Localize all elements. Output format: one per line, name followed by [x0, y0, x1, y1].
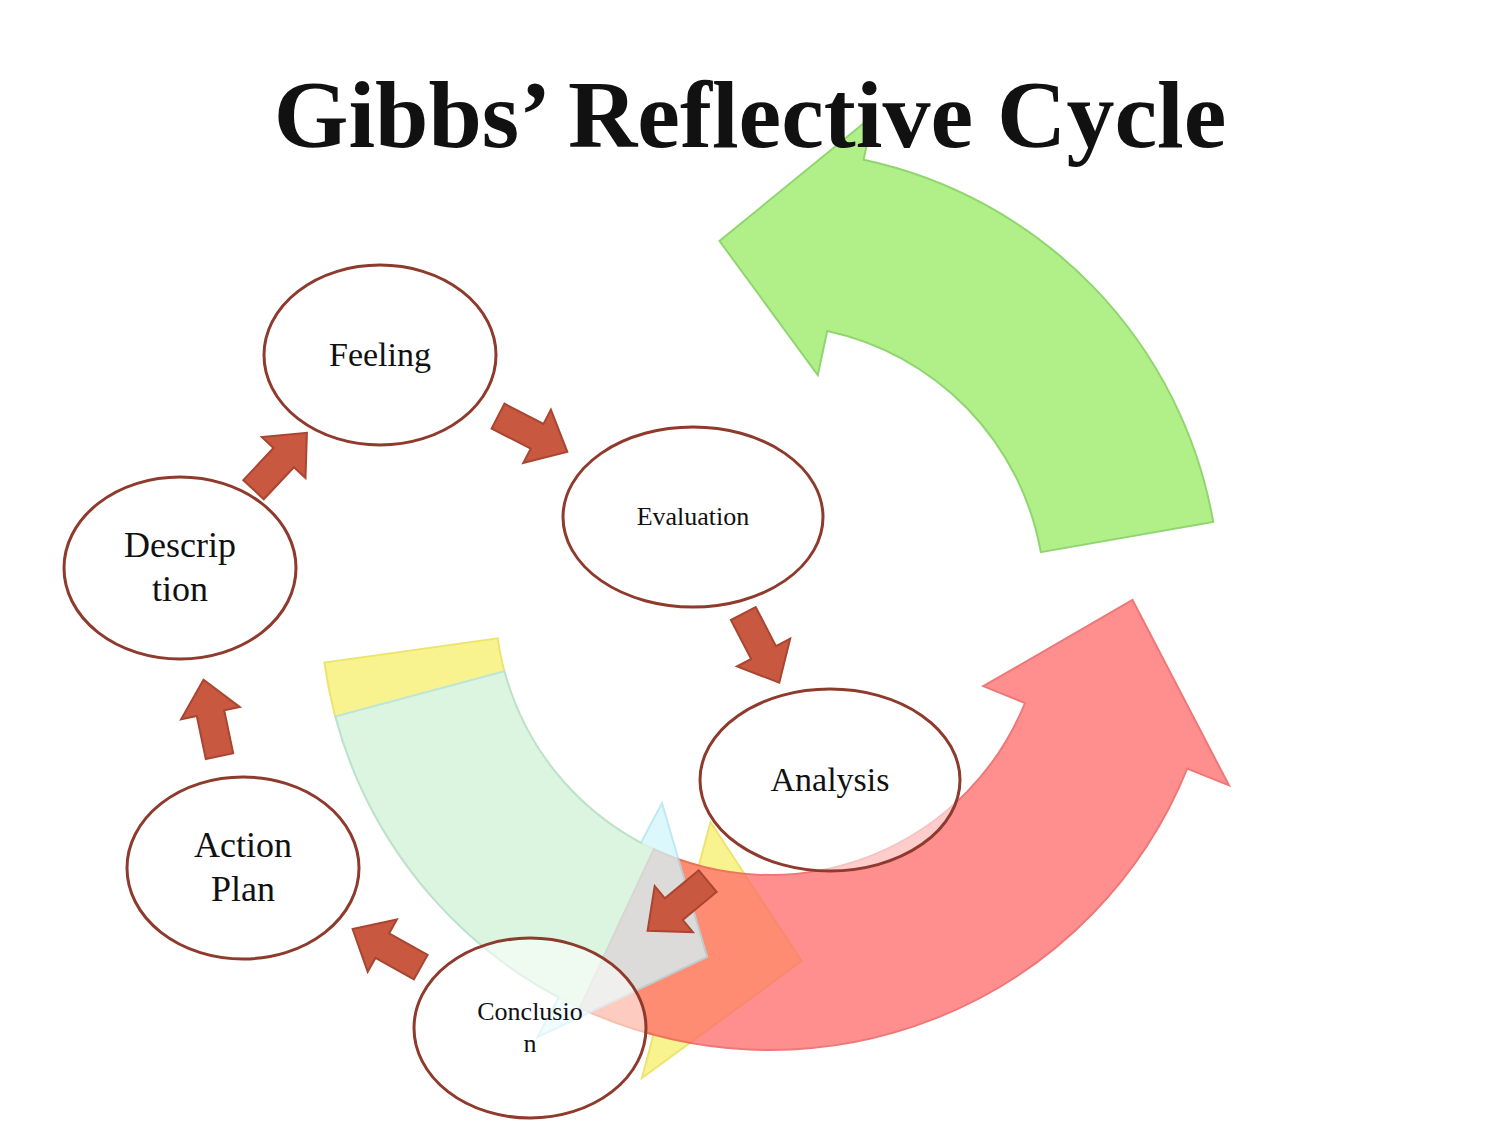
block-arrow — [492, 404, 568, 463]
ellipse-outline — [125, 775, 361, 961]
ellipse-shape — [127, 777, 359, 959]
ellipse-shape — [264, 265, 496, 445]
stage-label: Descrip tion — [124, 524, 236, 612]
block-arrow — [181, 680, 240, 759]
arrow-shape — [243, 433, 307, 500]
block-arrow — [243, 433, 307, 500]
stage-ellipse: Feeling — [262, 263, 498, 447]
ellipse-shape — [64, 477, 296, 659]
stage-ellipse: Analysis — [698, 687, 962, 873]
ellipse-shape — [700, 689, 960, 871]
stage-label: Action Plan — [194, 824, 292, 912]
arrow-shape — [181, 680, 240, 759]
ellipse-outline — [62, 475, 298, 661]
ellipse-shape — [563, 427, 823, 607]
stage-label: Feeling — [329, 334, 431, 375]
diagram-title: Gibbs’ Reflective Cycle — [0, 62, 1500, 168]
stage-ellipse: Action Plan — [125, 775, 361, 961]
block-arrow — [353, 920, 428, 980]
arrow-shape — [353, 920, 428, 980]
stage-ellipse: Descrip tion — [62, 475, 298, 661]
stage-ellipse: Conclusio n — [412, 936, 648, 1120]
cycle-arrow — [580, 600, 1229, 1050]
stage-ellipse: Evaluation — [561, 425, 825, 609]
stage-label: Conclusio n — [477, 996, 582, 1059]
arrow-shape — [492, 404, 568, 463]
block-arrow — [731, 607, 790, 683]
stage-label: Analysis — [771, 759, 890, 800]
stage-label: Evaluation — [637, 501, 750, 533]
ellipse-outline — [412, 936, 648, 1120]
ellipse-shape — [414, 938, 646, 1118]
block-arrow — [648, 870, 717, 932]
arrow-shape — [731, 607, 790, 683]
arrow-shape — [648, 870, 717, 932]
